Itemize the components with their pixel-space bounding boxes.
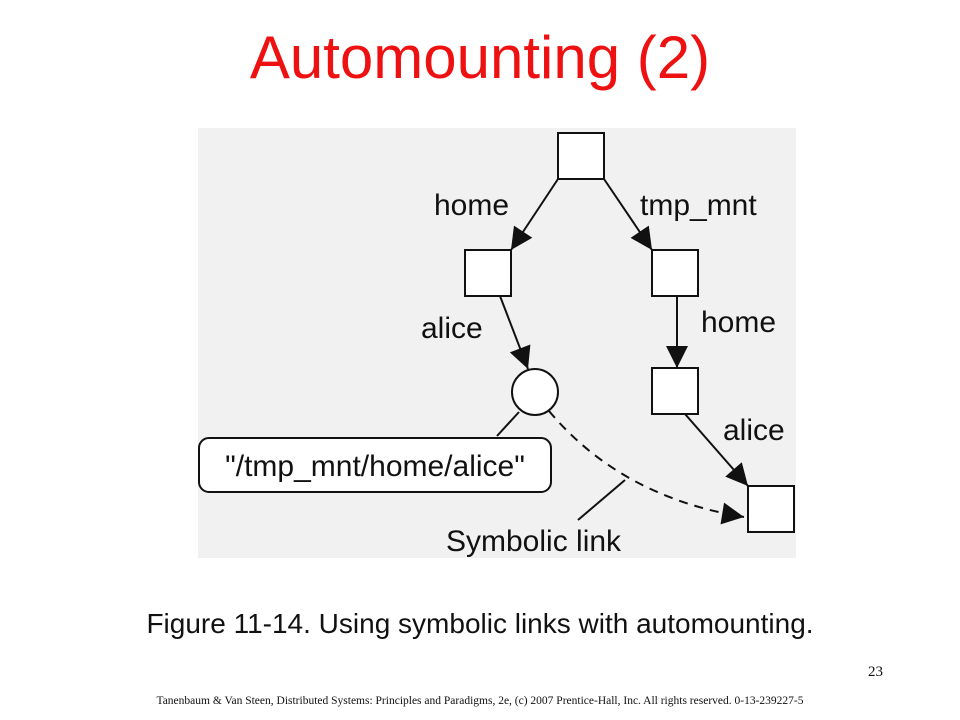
alice-symlink-node (511, 368, 559, 416)
edge-label-tmp-alice: alice (723, 414, 785, 447)
edge-label-tmp-home: home (701, 306, 776, 339)
edge-root-tmp-mnt (603, 178, 653, 251)
figure-caption: Figure 11-14. Using symbolic links with … (146, 608, 814, 639)
tmp-mnt-home-dir-node (651, 367, 699, 415)
home-dir-node (464, 249, 512, 297)
edge-home-alice (499, 295, 531, 370)
slide-title: Automounting (2) (249, 24, 711, 91)
edge-root-home (510, 178, 559, 251)
symbolic-link-label: Symbolic link (446, 525, 622, 558)
symbolic-link-arrow (548, 410, 745, 525)
link-target-callout-line (496, 411, 520, 437)
link-target-box (198, 437, 552, 493)
symbolic-link-callout-line (577, 479, 626, 521)
mounted-alice-dir-node (747, 485, 795, 533)
root-node (557, 132, 605, 180)
edge-label-home: home (434, 189, 509, 222)
footer-citation: Tanenbaum & Van Steen, Distributed Syste… (156, 695, 804, 707)
page-number: 23 (868, 664, 883, 680)
edge-tmp-home-alice (684, 413, 749, 487)
edge-label-tmp-mnt: tmp_mnt (640, 189, 757, 222)
link-target-text: "/tmp_mnt/home/alice" (225, 450, 525, 483)
tmp-mnt-dir-node (651, 249, 699, 297)
edge-label-alice: alice (421, 312, 483, 345)
